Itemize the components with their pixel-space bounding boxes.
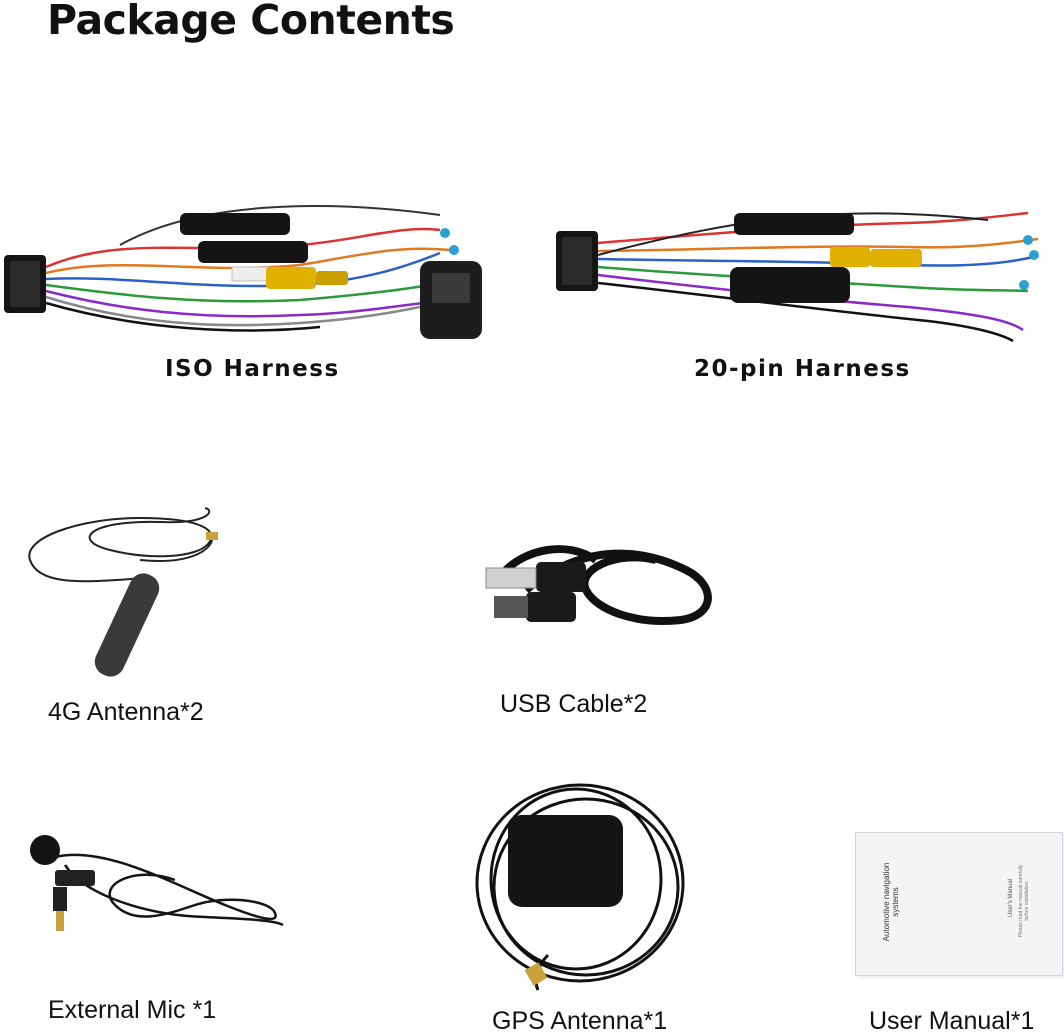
usb-cable-image bbox=[485, 545, 712, 625]
iso-harness-image bbox=[4, 205, 482, 339]
20pin-harness-label: 20-pin Harness bbox=[694, 356, 911, 382]
external-mic-label: External Mic *1 bbox=[48, 996, 217, 1024]
gps-antenna-label: GPS Antenna*1 bbox=[492, 1007, 668, 1035]
user-manual-label: User Manual*1 bbox=[869, 1007, 1035, 1035]
external-mic-image bbox=[30, 835, 284, 931]
manual-spine-note: Please read the manual carefully before … bbox=[1018, 864, 1030, 938]
usb-cable-label: USB Cable*2 bbox=[500, 690, 648, 718]
manual-title: Automotive navigation systems bbox=[882, 862, 900, 942]
20pin-harness-image bbox=[556, 211, 1039, 343]
4g-antenna-label: 4G Antenna*2 bbox=[48, 698, 204, 726]
manual-spine-title: User's Manual bbox=[1008, 878, 1014, 918]
4g-antenna-image bbox=[28, 507, 218, 677]
page-title: Package Contents bbox=[47, 0, 455, 44]
iso-harness-label: ISO Harness bbox=[165, 356, 340, 382]
user-manual-image: Automotive navigation systems User's Man… bbox=[855, 832, 1063, 976]
gps-antenna-image bbox=[475, 783, 685, 991]
